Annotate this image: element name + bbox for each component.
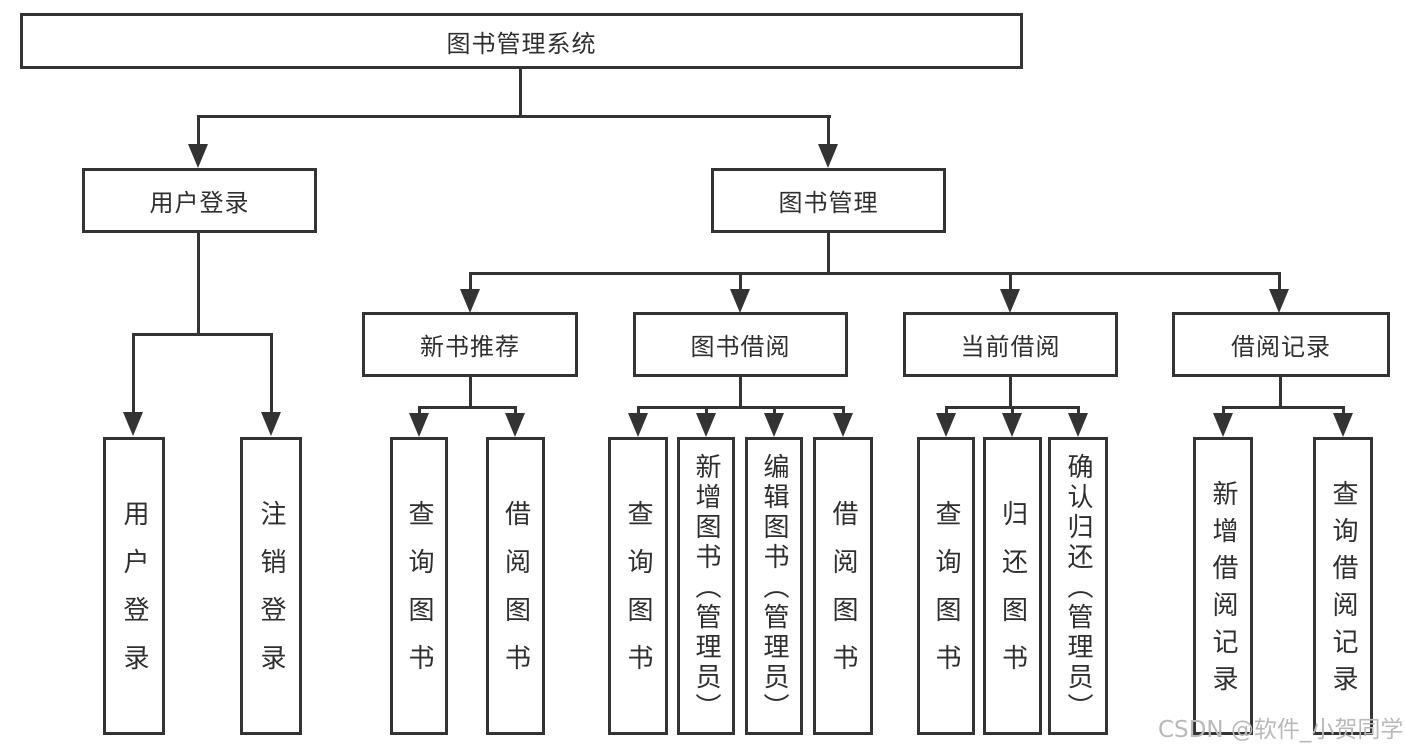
connector-line <box>827 115 830 147</box>
node-user-login: 用户登录 <box>82 168 317 233</box>
node-label: 图书管理系统 <box>446 29 597 58</box>
leaf-label: 查询图书 <box>404 500 434 692</box>
arrowhead-down-icon <box>1000 289 1020 313</box>
node-label: 借阅记录 <box>1231 333 1331 361</box>
node-new-book-recommend: 新书推荐 <box>362 312 578 377</box>
leaf-borrow-books: 借阅图书 <box>813 437 873 735</box>
arrowhead-down-icon <box>409 413 429 437</box>
connector-line <box>1222 406 1344 409</box>
leaf-query-books-borrow: 查询图书 <box>608 437 668 735</box>
connector-line <box>1077 406 1080 416</box>
node-book-management: 图书管理 <box>711 168 946 233</box>
csdn-watermark: CSDN @软件_小贺同学 <box>1158 717 1404 743</box>
connector-line <box>705 406 708 416</box>
node-label: 新书推荐 <box>420 333 520 361</box>
leaf-borrow-books-recommend: 借阅图书 <box>486 437 545 735</box>
connector-line <box>270 333 273 413</box>
leaf-add-book-admin: 新增图书（管理员） <box>677 437 735 735</box>
arrowhead-down-icon <box>460 289 480 313</box>
arrowhead-down-icon <box>818 144 838 168</box>
connector-line <box>827 233 830 275</box>
arrowhead-down-icon <box>730 289 750 313</box>
arrowhead-down-icon <box>261 412 281 436</box>
node-borrow-records: 借阅记录 <box>1172 312 1390 377</box>
connector-line <box>469 272 1281 275</box>
connector-line <box>637 406 640 416</box>
connector-line <box>1278 272 1281 292</box>
leaf-confirm-return-admin: 确认归还（管理员） <box>1048 437 1108 735</box>
leaf-label: 查询借阅记录 <box>1328 480 1358 702</box>
arrowhead-down-icon <box>764 413 784 437</box>
node-label: 当前借阅 <box>960 333 1061 361</box>
leaf-label: 归还图书 <box>997 500 1028 692</box>
connector-line <box>1222 406 1225 416</box>
arrowhead-down-icon <box>1068 413 1088 437</box>
leaf-label: 查询图书 <box>623 500 653 692</box>
connector-line <box>469 272 472 292</box>
leaf-label: 编辑图书（管理员） <box>759 453 789 723</box>
arrowhead-down-icon <box>505 413 525 437</box>
leaf-query-borrow-record: 查询借阅记录 <box>1313 437 1373 735</box>
connector-line <box>842 406 845 416</box>
arrowhead-down-icon <box>123 412 143 436</box>
arrowhead-down-icon <box>1213 413 1233 437</box>
connector-line <box>519 68 522 118</box>
arrowhead-down-icon <box>1269 289 1289 313</box>
leaf-query-books-recommend: 查询图书 <box>390 437 448 735</box>
leaf-label: 新增图书（管理员） <box>691 453 721 723</box>
connector-line <box>1279 377 1282 408</box>
connector-line <box>418 406 517 409</box>
node-system-root: 图书管理系统 <box>20 13 1023 69</box>
arrowhead-down-icon <box>188 144 208 168</box>
connector-line <box>197 115 200 147</box>
connector-line <box>637 406 844 409</box>
connector-line <box>197 115 831 118</box>
connector-line <box>1009 272 1012 292</box>
arrowhead-down-icon <box>628 413 648 437</box>
connector-line <box>418 406 421 416</box>
node-book-borrow: 图书借阅 <box>633 312 848 377</box>
leaf-edit-book-admin: 编辑图书（管理员） <box>745 437 803 735</box>
arrowhead-down-icon <box>936 413 956 437</box>
leaf-label: 确认归还（管理员） <box>1063 453 1093 723</box>
connector-line <box>132 333 135 413</box>
node-label: 图书管理 <box>778 189 879 217</box>
connector-line <box>1342 406 1345 416</box>
leaf-label: 查询图书 <box>931 500 961 692</box>
connector-line <box>469 377 472 408</box>
node-label: 图书借阅 <box>690 333 791 361</box>
connector-line <box>514 406 517 416</box>
leaf-user-login: 用户登录 <box>103 437 165 735</box>
arrowhead-down-icon <box>1333 413 1353 437</box>
leaf-add-borrow-record: 新增借阅记录 <box>1193 437 1253 735</box>
connector-line <box>739 377 742 408</box>
connector-line <box>1011 406 1014 416</box>
connector-line <box>739 272 742 292</box>
leaf-label: 用户登录 <box>119 500 149 692</box>
arrowhead-down-icon <box>833 413 853 437</box>
connector-line <box>197 233 200 335</box>
leaf-query-books-current: 查询图书 <box>917 437 975 735</box>
leaf-label: 借阅图书 <box>828 500 858 692</box>
node-current-borrow: 当前借阅 <box>903 312 1118 377</box>
arrowhead-down-icon <box>696 413 716 437</box>
leaf-return-book: 归还图书 <box>983 437 1042 735</box>
connector-line <box>1009 377 1012 408</box>
leaf-label: 注销登录 <box>256 500 286 692</box>
leaf-label: 借阅图书 <box>500 500 531 692</box>
arrowhead-down-icon <box>1002 413 1022 437</box>
connector-line <box>773 406 776 416</box>
leaf-logout: 注销登录 <box>240 437 302 735</box>
connector-line <box>945 406 948 416</box>
node-label: 用户登录 <box>149 189 250 217</box>
connector-line <box>132 333 273 336</box>
leaf-label: 新增借阅记录 <box>1208 480 1238 702</box>
